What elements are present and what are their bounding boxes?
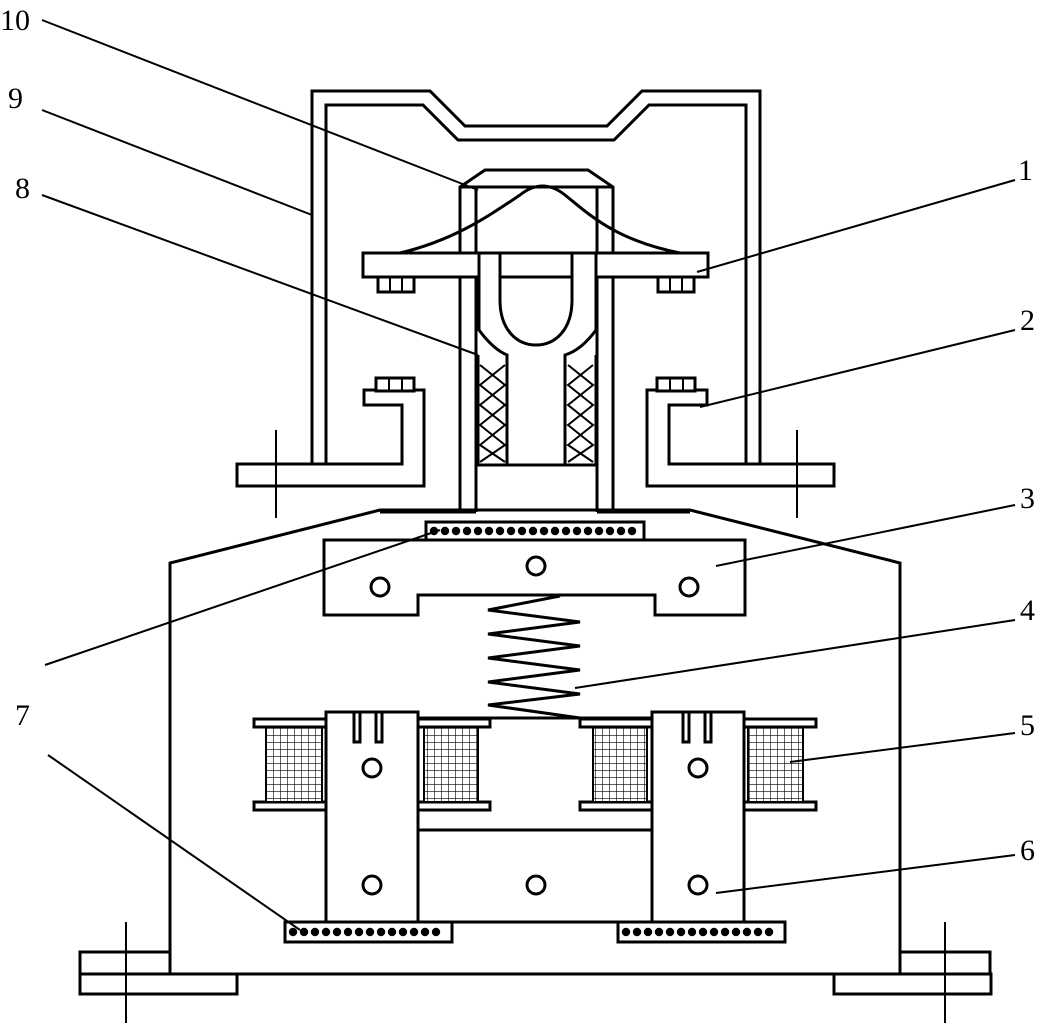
pad-dot [321,927,331,937]
pad-dot [484,526,494,536]
pad-dot [299,927,309,937]
pad-dot [387,927,397,937]
callout-3: 3 [1020,482,1035,515]
callout-5: 5 [1020,709,1035,742]
pad-dot [539,526,549,536]
contact-carrier [476,251,598,467]
callout-2: 2 [1020,304,1035,337]
pad-dot [561,526,571,536]
damping-pad-upper [424,520,646,542]
armature [322,538,747,617]
moving-contact-bridge [361,251,710,294]
callout-6: 6 [1020,834,1035,867]
pad-dot [495,526,505,536]
pad-dot [517,526,527,536]
pad-dot [627,526,637,536]
pad-dot [506,526,516,536]
magnetic-core [324,710,746,924]
pad-dot [310,927,320,937]
callout-labels: 10 9 8 1 2 3 4 5 6 7 [0,4,1035,867]
leader-lines [41,19,1016,931]
pad-dot [332,927,342,937]
pad-dot [409,927,419,937]
callout-9: 9 [8,82,23,115]
callout-7: 7 [15,699,30,732]
pad-dot [376,927,386,937]
pad-dot [431,927,441,937]
pad-dot [451,526,461,536]
arc-cover [310,89,762,466]
contact-spring [399,184,681,255]
pad-dot [605,526,615,536]
pad-dot [643,927,653,937]
pad-dot [632,927,642,937]
pad-dot [365,927,375,937]
pad-dot [354,927,364,937]
pad-dot [616,526,626,536]
pad-dot [594,526,604,536]
callout-1: 1 [1018,154,1033,187]
pad-dot [753,927,763,937]
pad-dot [731,927,741,937]
pad-dot [440,526,450,536]
pad-dot [665,927,675,937]
pad-dot [288,927,298,937]
pad-dot [583,526,593,536]
pad-dot [621,927,631,937]
pad-dot [420,927,430,937]
pad-dot [343,927,353,937]
pad-dot [473,526,483,536]
pad-dot [676,927,686,937]
pad-dot [742,927,752,937]
pad-dot [764,927,774,937]
pad-dot [720,927,730,937]
pad-dot [654,927,664,937]
mounting-flange [235,376,836,518]
callout-4: 4 [1020,594,1035,627]
pad-dot [572,526,582,536]
pad-dot [687,927,697,937]
pad-dot [528,526,538,536]
callout-8: 8 [15,172,30,205]
pad-dot [398,927,408,937]
pad-dot [462,526,472,536]
pad-dot [698,927,708,937]
damping-pad-lower [283,920,787,944]
pad-dot [709,927,719,937]
contact-support [380,168,690,514]
pad-dot [550,526,560,536]
coils [252,717,818,812]
callout-10: 10 [0,4,30,37]
